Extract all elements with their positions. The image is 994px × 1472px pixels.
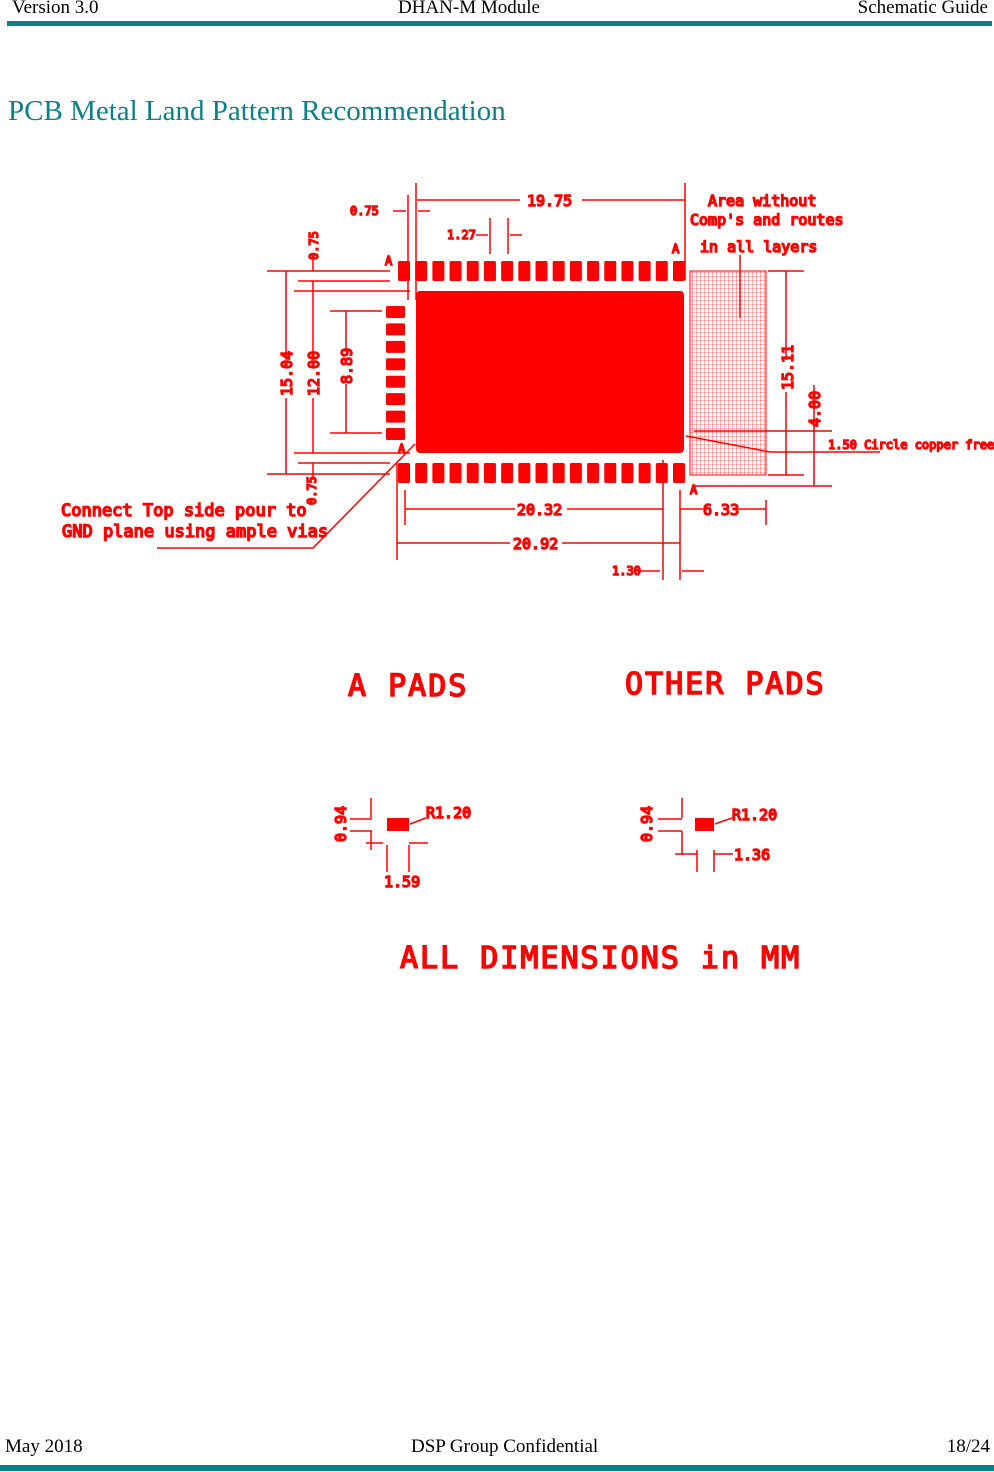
top-pad (655, 261, 668, 281)
dim-8-89: 8.89 (338, 348, 356, 384)
header-rule (7, 21, 992, 26)
bottom-pad (415, 463, 428, 483)
other-pads-label: OTHER PADS (625, 667, 826, 702)
left-pad (386, 375, 405, 388)
left-pad (386, 393, 405, 406)
keepout-area (689, 270, 767, 476)
gnd-note-line: GND plane using ample vias (62, 522, 328, 542)
footer-date: May 2018 (5, 1436, 83, 1457)
dim-12-00: 12.00 (305, 351, 323, 396)
left-pad (386, 410, 405, 423)
footer-rule (0, 1465, 994, 1471)
dim-0-75-lower: 0.75 (305, 476, 319, 505)
bottom-pad (621, 463, 634, 483)
other-pad-detail: 0.94 R1.20 1.36 (637, 798, 778, 872)
a-pad-width: 1.59 (384, 873, 420, 891)
dim-6-33: 6.33 (703, 501, 739, 519)
bottom-pad (673, 463, 685, 483)
dimension-lines (157, 183, 880, 580)
header-module: DHAN-M Module (398, 0, 540, 18)
section-title: PCB Metal Land Pattern Recommendation (8, 95, 506, 127)
other-pad-width: 1.36 (734, 846, 770, 864)
left-pad (386, 306, 405, 318)
bottom-pad (638, 463, 651, 483)
a-pad-radius: R1.20 (426, 804, 471, 822)
dim-copper-free: 1.50 Circle copper free (828, 438, 994, 452)
top-pad (673, 261, 685, 281)
ground-pad (416, 291, 684, 453)
top-pad (621, 261, 634, 281)
footer-page-number: 18/24 (946, 1436, 990, 1457)
pin-mark: A (672, 242, 680, 256)
bottom-pad (398, 463, 410, 483)
keepout-note-line: Area without (708, 192, 816, 210)
units-note: ALL DIMENSIONS in MM (400, 941, 801, 976)
top-pad (466, 261, 479, 281)
dim-19-75: 19.75 (527, 192, 572, 210)
header-guide: Schematic Guide (857, 0, 988, 18)
footer-confidential: DSP Group Confidential (411, 1436, 599, 1457)
left-pad (386, 323, 405, 336)
top-pad (449, 261, 462, 281)
pin-mark: A (690, 483, 698, 497)
left-pad (386, 358, 405, 371)
a-pad-detail: 0.94 R1.20 1.59 (331, 798, 472, 892)
top-pad (587, 261, 600, 281)
dim-4-00: 4.00 (806, 391, 824, 427)
bottom-pad (501, 463, 514, 483)
pad-group (386, 261, 685, 483)
header-version: Version 3.0 (12, 0, 99, 18)
bottom-pad (587, 463, 600, 483)
top-pad (569, 261, 582, 281)
other-pad-height: 0.94 (638, 806, 656, 842)
a-pad-height: 0.94 (332, 806, 350, 842)
top-pad (398, 261, 410, 281)
top-pad (501, 261, 514, 281)
bottom-pad (518, 463, 531, 483)
bottom-pad (655, 463, 668, 483)
bottom-pad (449, 463, 462, 483)
dim-20-92: 20.92 (513, 535, 558, 553)
top-pad (415, 261, 428, 281)
top-pad (638, 261, 651, 281)
top-pad (483, 261, 496, 281)
bottom-pad (466, 463, 479, 483)
top-pad (432, 261, 445, 281)
dim-0-75-upper: 0.75 (307, 231, 321, 260)
bottom-pad (483, 463, 496, 483)
dim-1-30: 1.30 (612, 564, 641, 578)
left-pad (386, 340, 405, 353)
bottom-pad (552, 463, 565, 483)
bottom-pad (535, 463, 548, 483)
keepout-note-line: in all layers (700, 238, 817, 256)
gnd-note-line: Connect Top side pour to (61, 501, 307, 521)
left-pad (386, 428, 405, 440)
other-pad-radius: R1.20 (732, 806, 777, 824)
bottom-pad (569, 463, 582, 483)
pin-mark: A (385, 254, 393, 268)
top-pad (535, 261, 548, 281)
keepout-note-line: Comp's and routes (690, 211, 844, 229)
bottom-pad (604, 463, 617, 483)
top-pad (518, 261, 531, 281)
dim-20-32: 20.32 (517, 501, 562, 519)
dim-1-27: 1.27 (447, 228, 476, 242)
top-pad (552, 261, 565, 281)
a-pads-label: A PADS (348, 669, 468, 704)
dim-15-04: 15.04 (278, 351, 296, 396)
bottom-pad (432, 463, 445, 483)
top-pad (604, 261, 617, 281)
pin-mark: A (398, 442, 406, 456)
dim-0-75-top: 0.75 (350, 204, 379, 218)
dim-15-11: 15.11 (779, 345, 797, 390)
